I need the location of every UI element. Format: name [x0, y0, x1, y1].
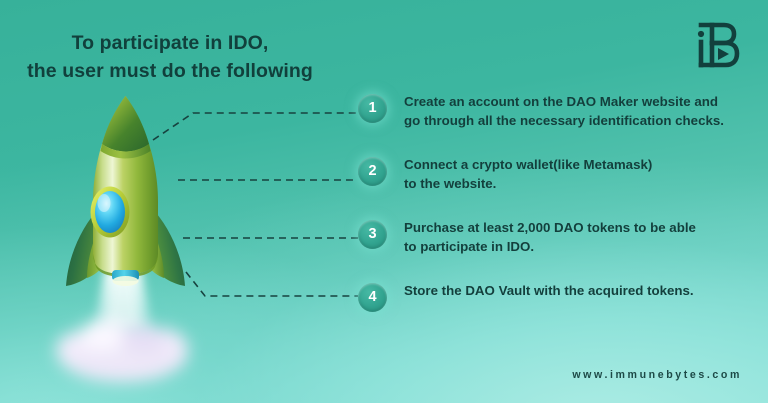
step-number-badge: 1: [358, 94, 387, 123]
step-description-line: Store the DAO Vault with the acquired to…: [404, 283, 694, 298]
page-title: To participate in IDO, the user must do …: [0, 30, 340, 85]
step-description: Create an account on the DAO Maker websi…: [404, 92, 724, 131]
rocket-illustration: [38, 78, 258, 398]
rocket-window-glass: [95, 191, 125, 233]
rocket-nozzle-flare: [112, 276, 139, 286]
rocket-nose-cone: [102, 96, 149, 152]
steps-list: 1 Create an account on the DAO Maker web…: [358, 92, 754, 329]
step-item: 4 Store the DAO Vault with the acquired …: [358, 281, 754, 329]
page-title-line-1: To participate in IDO,: [71, 32, 269, 54]
immunebytes-logo: [690, 18, 746, 72]
step-number-badge: 3: [358, 220, 387, 249]
step-item: 1 Create an account on the DAO Maker web…: [358, 92, 754, 140]
step-description: Store the DAO Vault with the acquired to…: [404, 281, 694, 301]
rocket-nose-base: [100, 144, 151, 159]
step-description: Purchase at least 2,000 DAO tokens to be…: [404, 218, 696, 257]
step-description-line: go through all the necessary identificat…: [404, 112, 724, 128]
step-description-line: to the website.: [404, 175, 497, 191]
step-item: 3 Purchase at least 2,000 DAO tokens to …: [358, 218, 754, 266]
step-number-badge: 2: [358, 157, 387, 186]
step-description-line: Purchase at least 2,000 DAO tokens to be…: [404, 220, 696, 235]
step-description-line: Create an account on the DAO Maker websi…: [404, 94, 719, 109]
page-title-line-2: the user must do the following: [27, 59, 313, 82]
rocket-window-highlight: [97, 194, 111, 212]
step-description-line: to participate in IDO.: [404, 238, 535, 254]
step-description-line: Connect a crypto wallet(like Metamask): [404, 157, 653, 172]
step-item: 2 Connect a crypto wallet(like Metamask)…: [358, 155, 754, 203]
exhaust-cloud: [56, 319, 188, 382]
website-url: www.immunebytes.com: [572, 369, 742, 381]
step-description: Connect a crypto wallet(like Metamask) t…: [404, 155, 652, 194]
step-number-badge: 4: [358, 283, 387, 312]
